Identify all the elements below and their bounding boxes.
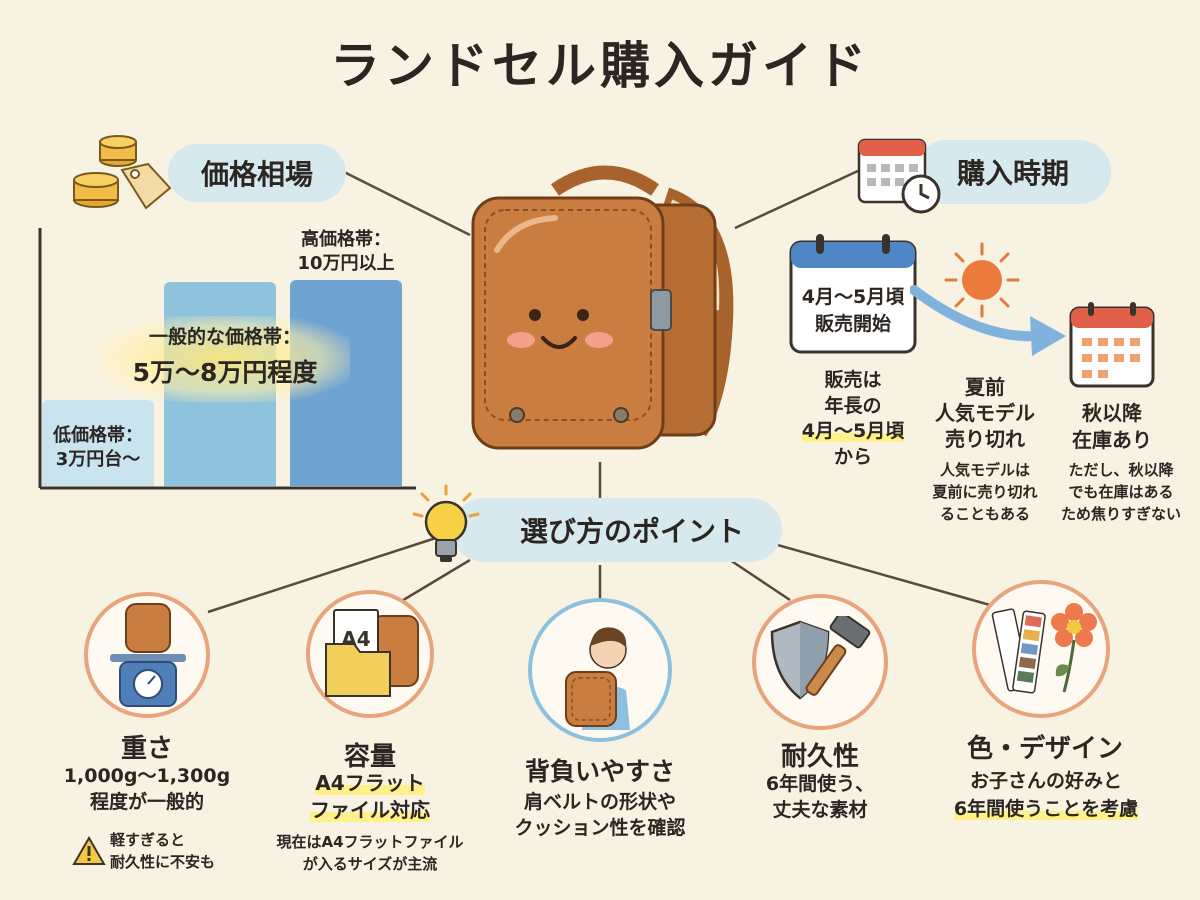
weight-line-1: 1,000g～1,300g — [63, 765, 231, 787]
bar-low — [42, 400, 154, 486]
autumn-calendar-icon — [1068, 300, 1156, 390]
child-icon — [548, 610, 652, 730]
mid-price-label: 一般的な価格帯： 5万～8万円程度 — [100, 316, 350, 402]
autumn-note-line-3: ため焦りすぎない — [1060, 504, 1181, 523]
high-price-value: 10万円以上 — [297, 253, 395, 275]
page-title: ランドセル購入ガイド — [330, 37, 870, 95]
calendar-text: 4月～5月頃 販売開始 — [788, 284, 918, 337]
price-tag-icon — [118, 160, 174, 212]
weight-text: 1,000g～1,300g 程度が一般的 — [50, 764, 244, 815]
points-heading-text: 選び方のポイント — [519, 515, 744, 548]
weight-title: 重さ — [120, 734, 173, 764]
design-text: お子さんの好みと 6年間使うことを考慮 — [926, 768, 1166, 823]
calendar-text-line-1: 4月～5月頃 — [801, 286, 905, 308]
fit-line-2: クッション性を確認 — [514, 816, 686, 839]
mid-price-value: 5万～8万円程度 — [132, 358, 318, 387]
summer-note: 人気モデルは 夏前に売り切れ ることもある — [912, 460, 1058, 525]
color-swatch-icon — [990, 604, 1070, 696]
sales-start-line-2: 年長の — [824, 394, 882, 417]
summer-title-line-2: 人気モデル — [935, 401, 1035, 425]
sales-start-text: 販売は 年長の 4月～5月頃 から — [783, 368, 923, 471]
price-heading-text: 価格相場 — [200, 158, 313, 191]
capacity-note-line-1: 現在はA4フラットファイル — [276, 833, 464, 851]
fit-title: 背負いやすさ — [524, 757, 675, 786]
durability-line-1: 6年間使う、 — [765, 773, 875, 795]
low-price-value: 3万円台～ — [55, 449, 141, 471]
autumn-note-line-1: ただし、秋以降 — [1068, 461, 1174, 479]
coin-stack-icon — [66, 130, 176, 210]
folder-icon: A4 — [318, 604, 424, 704]
backpack-illustration — [455, 160, 755, 465]
capacity-highlight-line-1: A4フラット — [315, 771, 425, 795]
weight-warning-line-1: 軽すぎると — [110, 831, 186, 849]
capacity-highlight-line-2: ファイル対応 — [310, 798, 430, 822]
durability-line-2: 丈夫な素材 — [772, 798, 868, 821]
sales-start-line-1: 販売は — [824, 369, 882, 391]
capacity-title: 容量 — [343, 742, 396, 772]
low-price-label: 低価格帯： 3万円台～ — [42, 424, 154, 473]
sun-icon — [942, 240, 1022, 320]
sales-start-line-4: から — [833, 445, 872, 468]
warning-icon — [72, 835, 106, 866]
summer-note-line-2: 夏前に売り切れ — [932, 482, 1038, 501]
high-price-title: 高価格帯： — [301, 229, 391, 250]
low-price-title: 低価格帯： — [53, 425, 143, 446]
durability-text: 6年間使う、 丈夫な素材 — [740, 772, 900, 823]
high-price-label: 高価格帯： 10万円以上 — [282, 228, 410, 277]
summer-title-line-1: 夏前 — [965, 375, 1005, 399]
summer-note-line-1: 人気モデルは — [939, 461, 1030, 479]
autumn-note: ただし、秋以降 でも在庫はある ため焦りすぎない — [1046, 460, 1196, 525]
weight-warning: 軽すぎると 耐久性に不安も — [110, 830, 250, 874]
weight-warning-line-2: 耐久性に不安も — [110, 852, 216, 871]
summer-title-line-3: 売り切れ — [945, 427, 1025, 451]
scale-icon — [100, 602, 196, 710]
mid-price-title: 一般的な価格帯： — [148, 326, 301, 348]
hammer-icon — [800, 611, 878, 702]
calendar-clock-icon — [855, 130, 945, 216]
weight-line-2: 程度が一般的 — [89, 790, 204, 813]
timing-heading-text: 購入時期 — [956, 157, 1069, 190]
sales-start-line-3: 4月～5月頃 — [801, 420, 905, 443]
fit-text: 肩ベルトの形状や クッション性を確認 — [490, 790, 710, 841]
autumn-title-line-2: 在庫あり — [1072, 428, 1152, 452]
flower-icon — [1044, 600, 1104, 696]
light-bulb-icon — [404, 484, 488, 570]
design-line-1: お子さんの好みと — [969, 770, 1122, 792]
calendar-icon — [788, 232, 918, 356]
capacity-highlight: A4フラット ファイル対応 — [284, 770, 456, 824]
price-chart — [38, 228, 418, 490]
summer-title: 夏前 人気モデル 売り切れ — [920, 374, 1050, 452]
autumn-title-line-1: 秋以降 — [1082, 401, 1142, 425]
arrow-icon — [909, 280, 1070, 370]
fit-line-1: 肩ベルトの形状や — [523, 791, 676, 813]
design-line-2: 6年間使うことを考慮 — [953, 797, 1139, 820]
price-heading: 価格相場 — [168, 144, 346, 202]
design-title: 色・デザイン — [966, 734, 1123, 764]
capacity-note: 現在はA4フラットファイル が入るサイズが主流 — [256, 832, 484, 876]
calendar-text-line-2: 販売開始 — [814, 312, 891, 335]
autumn-title: 秋以降 在庫あり — [1054, 400, 1170, 454]
capacity-note-line-2: が入るサイズが主流 — [302, 854, 438, 873]
timing-heading: 購入時期 — [915, 140, 1111, 204]
durability-title: 耐久性 — [780, 742, 859, 772]
points-heading: 選び方のポイント — [452, 498, 782, 562]
autumn-note-line-2: でも在庫はある — [1068, 482, 1174, 501]
summer-note-line-3: ることもある — [939, 504, 1030, 523]
